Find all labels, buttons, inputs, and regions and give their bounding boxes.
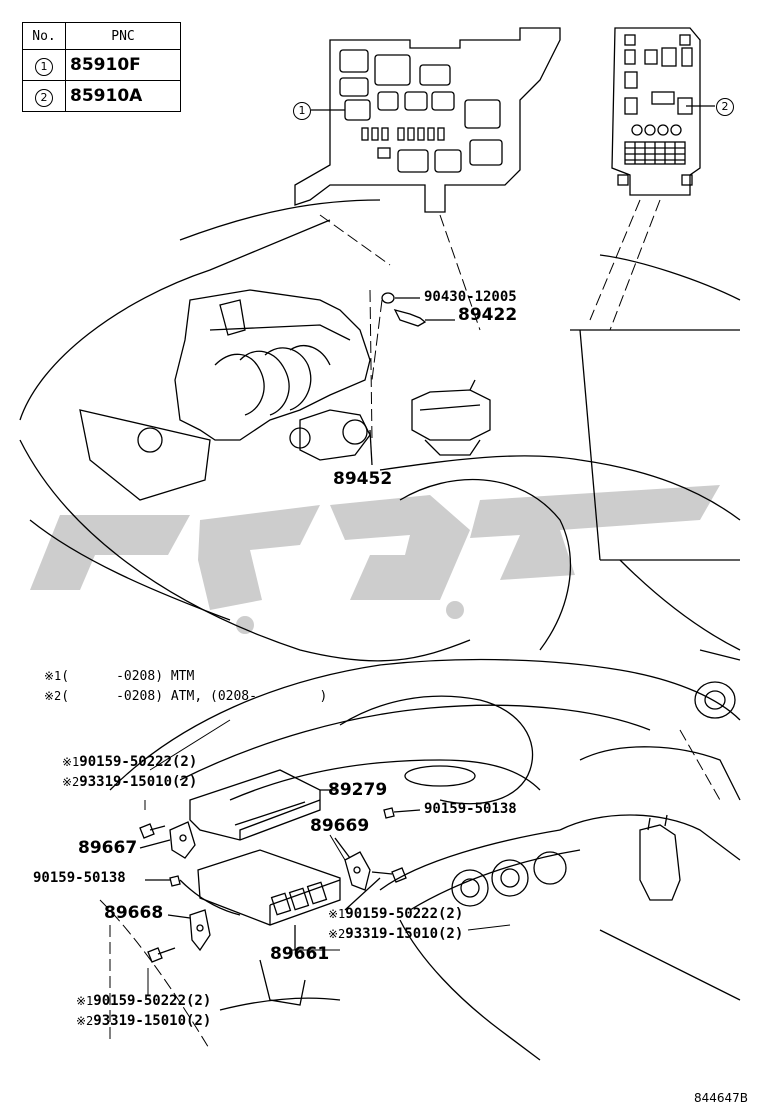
bolts — [139, 807, 421, 963]
header-pnc: PNC — [65, 22, 181, 50]
bracket-89668 — [167, 909, 211, 952]
engine — [174, 289, 371, 461]
part-label-89667: 89667 — [78, 838, 138, 858]
bolt-group-3-line-2: ※293319-15010(2) — [76, 1014, 211, 1028]
dashboard-outline — [109, 649, 741, 1061]
group-mark: ※1 — [62, 755, 80, 769]
bolt-part-number: 93319-15010(2) — [79, 774, 198, 790]
watermark-logo — [30, 485, 720, 634]
part-label-89668: 89668 — [104, 903, 164, 923]
sensor-89422 — [381, 292, 455, 327]
note-1: ※1( -0208) MTM — [44, 670, 194, 683]
note-2-text: ( -0208) ATM, (0208- ) — [61, 689, 328, 704]
group-mark: ※2 — [328, 927, 346, 941]
bolt-part-number: 93319-15010(2) — [345, 926, 464, 942]
note-1-mark: ※1 — [44, 669, 62, 683]
bolt-group-2-line-2: ※293319-15010(2) — [328, 927, 463, 941]
part-label-89279: 89279 — [328, 780, 388, 800]
callout-1: 1 — [293, 102, 311, 120]
bolt-part-number: 93319-15010(2) — [93, 1013, 212, 1029]
pnc-row: 2 85910A — [22, 80, 181, 112]
group-mark: ※2 — [76, 1014, 94, 1028]
row-pnc: 85910A — [65, 80, 181, 112]
part-label-89452: 89452 — [333, 469, 393, 489]
bolt-group-1-line-2: ※293319-15010(2) — [62, 775, 197, 789]
pnc-table: No. PNC 1 85910F 2 85910A — [22, 22, 181, 112]
bracket-89667 — [139, 821, 196, 859]
row-number-badge: 1 — [35, 57, 53, 76]
junction-block-1 — [294, 27, 561, 213]
module-89279 — [189, 769, 338, 841]
diagram-reference-code: 844647B — [694, 1091, 749, 1105]
bolt-part-number: 90159-50222(2) — [93, 993, 212, 1009]
group-mark: ※1 — [328, 907, 346, 921]
note-1-text: ( -0208) MTM — [61, 669, 195, 684]
group-mark: ※1 — [76, 994, 94, 1008]
part-label-90430: 90430-12005 — [424, 289, 517, 305]
bolt-group-3-line-1: ※190159-50222(2) — [76, 994, 211, 1008]
part-label-89661: 89661 — [270, 944, 330, 964]
group-mark: ※2 — [62, 775, 80, 789]
engine-ecu — [411, 379, 491, 456]
part-label-90159-50138-right: 90159-50138 — [424, 801, 517, 817]
bracket-89669 — [334, 837, 371, 891]
bolt-group-1-line-1: ※190159-50222(2) — [62, 755, 197, 769]
car-body-outline — [19, 199, 741, 662]
bolt-group-2-line-1: ※190159-50222(2) — [328, 907, 463, 921]
bolt-part-number: 90159-50222(2) — [79, 754, 198, 770]
row-number-badge: 2 — [35, 88, 53, 107]
pnc-table-header: No. PNC — [22, 22, 181, 50]
junction-block-2 — [611, 27, 701, 196]
part-label-90159-50138-left: 90159-50138 — [33, 870, 126, 886]
part-label-89422: 89422 — [458, 305, 518, 325]
callout-2: 2 — [716, 98, 734, 116]
bolt-part-number: 90159-50222(2) — [345, 906, 464, 922]
note-2: ※2( -0208) ATM, (0208- ) — [44, 690, 327, 703]
note-2-mark: ※2 — [44, 689, 62, 703]
ecu-89661 — [197, 849, 341, 950]
header-no: No. — [22, 22, 66, 50]
row-pnc: 85910F — [65, 49, 181, 81]
pnc-row: 1 85910F — [22, 49, 181, 81]
part-label-89669: 89669 — [310, 816, 370, 836]
